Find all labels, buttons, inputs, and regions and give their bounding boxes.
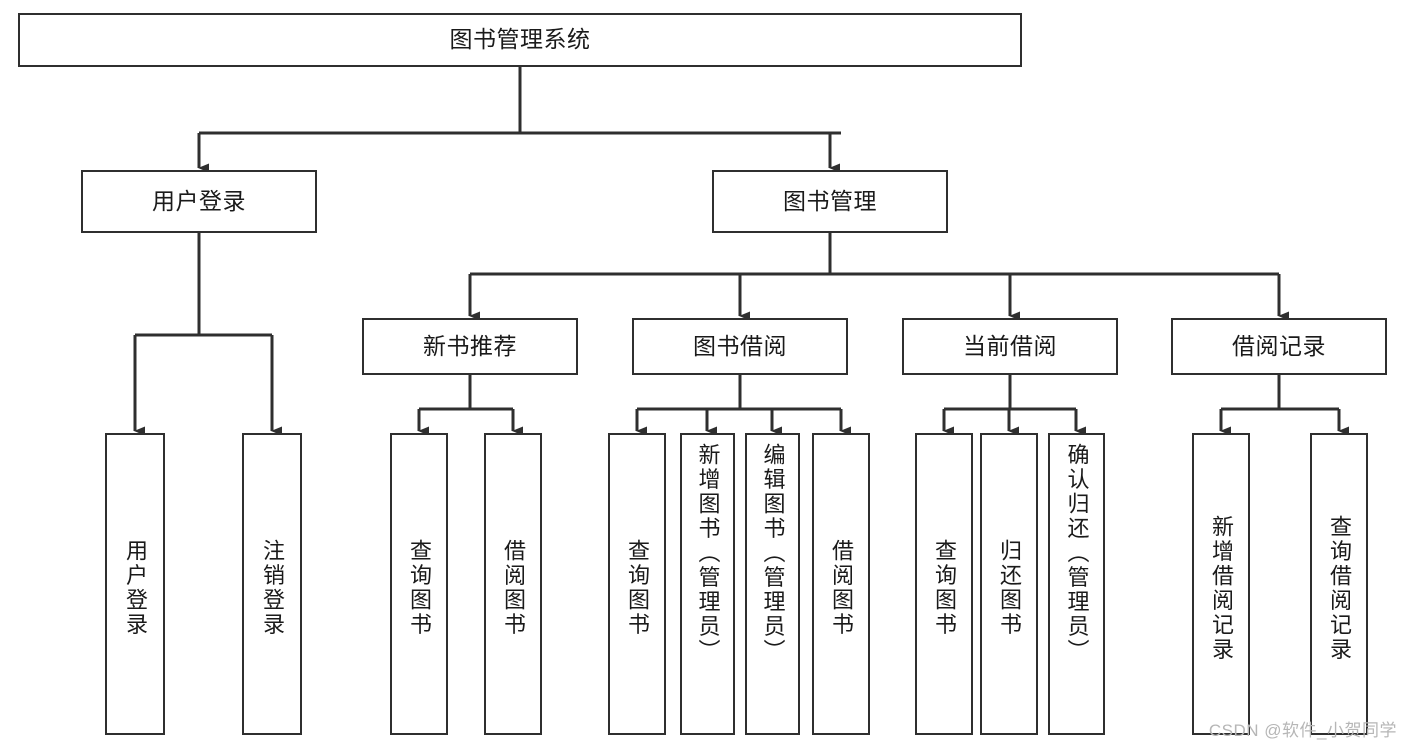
node-leaf-query-book-3-label: 查询图书 <box>932 539 957 637</box>
node-leaf-query-book-1[interactable]: 查询图书 <box>390 433 448 735</box>
node-leaf-query-book-2-label: 查询图书 <box>625 539 650 637</box>
node-leaf-user-logout[interactable]: 注销登录 <box>242 433 302 735</box>
node-leaf-borrow-book-1[interactable]: 借阅图书 <box>484 433 542 735</box>
node-leaf-add-book[interactable]: 新增图书（管理员） <box>680 433 735 735</box>
node-leaf-user-login[interactable]: 用户登录 <box>105 433 165 735</box>
node-current-borrow[interactable]: 当前借阅 <box>902 318 1118 375</box>
node-leaf-return-book-label: 归还图书 <box>997 539 1022 637</box>
node-new-book-recommend-label: 新书推荐 <box>423 332 517 359</box>
node-leaf-query-book-1-label: 查询图书 <box>407 539 432 637</box>
node-leaf-user-login-label: 用户登录 <box>123 539 148 637</box>
node-borrow-record[interactable]: 借阅记录 <box>1171 318 1387 375</box>
node-borrow-record-label: 借阅记录 <box>1232 332 1326 359</box>
node-leaf-add-record-label: 新增借阅记录 <box>1209 514 1234 662</box>
node-user-login[interactable]: 用户登录 <box>81 170 317 233</box>
node-leaf-confirm-return-label: 确认归还（管理员） <box>1064 443 1090 664</box>
node-book-manage-label: 图书管理 <box>783 187 877 214</box>
watermark-text: CSDN @软件_小贺同学 <box>1208 721 1397 740</box>
node-leaf-confirm-return[interactable]: 确认归还（管理员） <box>1048 433 1105 735</box>
node-leaf-query-record-label: 查询借阅记录 <box>1327 514 1352 662</box>
node-leaf-borrow-book-1-label: 借阅图书 <box>501 539 526 637</box>
node-new-book-recommend[interactable]: 新书推荐 <box>362 318 578 375</box>
node-leaf-query-book-2[interactable]: 查询图书 <box>608 433 666 735</box>
node-book-borrow[interactable]: 图书借阅 <box>632 318 848 375</box>
node-root-label: 图书管理系统 <box>449 26 591 53</box>
node-leaf-user-logout-label: 注销登录 <box>260 539 285 637</box>
node-leaf-add-book-label: 新增图书（管理员） <box>695 443 721 664</box>
node-leaf-query-record[interactable]: 查询借阅记录 <box>1310 433 1368 735</box>
node-user-login-label: 用户登录 <box>152 187 246 214</box>
node-leaf-borrow-book-2[interactable]: 借阅图书 <box>812 433 870 735</box>
node-leaf-query-book-3[interactable]: 查询图书 <box>915 433 973 735</box>
node-leaf-return-book[interactable]: 归还图书 <box>980 433 1038 735</box>
node-leaf-borrow-book-2-label: 借阅图书 <box>829 539 854 637</box>
node-current-borrow-label: 当前借阅 <box>963 332 1057 359</box>
node-book-manage[interactable]: 图书管理 <box>712 170 948 233</box>
node-leaf-add-record[interactable]: 新增借阅记录 <box>1192 433 1250 735</box>
node-root[interactable]: 图书管理系统 <box>18 13 1022 67</box>
node-leaf-edit-book[interactable]: 编辑图书（管理员） <box>745 433 800 735</box>
node-leaf-edit-book-label: 编辑图书（管理员） <box>760 443 786 664</box>
node-book-borrow-label: 图书借阅 <box>693 332 787 359</box>
